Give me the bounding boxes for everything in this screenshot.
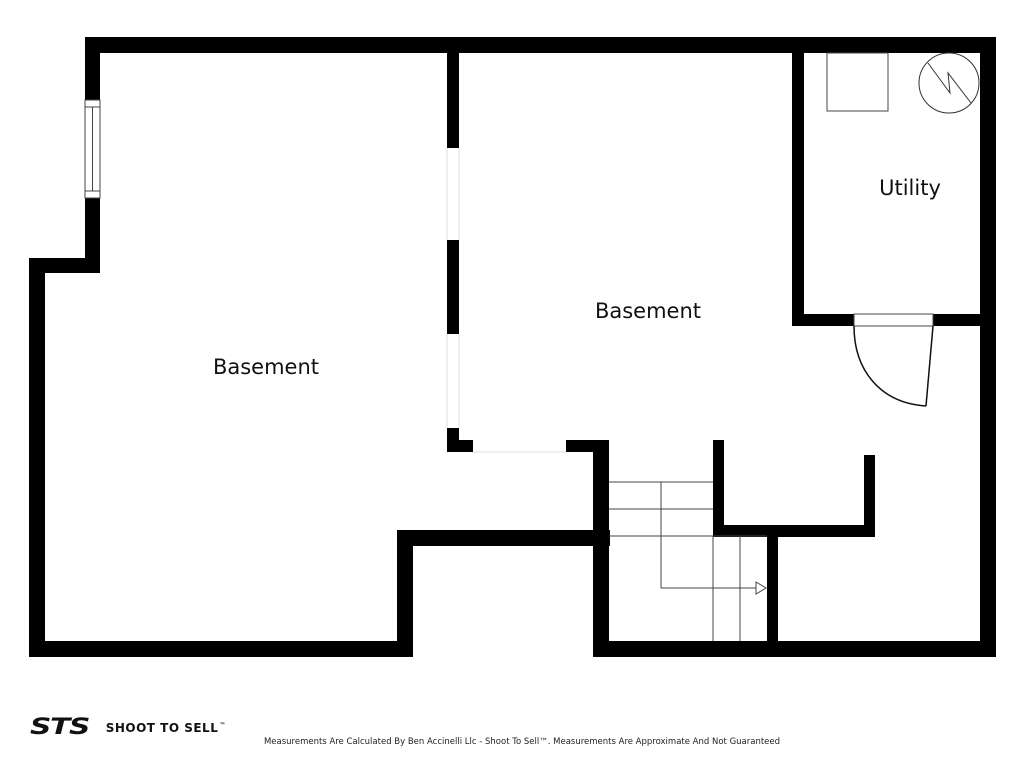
floor-plan: Basement Basement Utility <box>29 37 996 657</box>
room-label-utility: Utility <box>879 176 941 200</box>
logo-mark: STS <box>30 715 90 740</box>
water-heater-box <box>826 52 889 112</box>
brand-name: SHOOT TO SELL™ <box>106 721 226 735</box>
stairs <box>609 481 767 641</box>
room-label-basement-left: Basement <box>213 355 319 379</box>
measurement-disclaimer: Measurements Are Calculated By Ben Accin… <box>263 737 781 747</box>
utility-walls <box>792 37 996 326</box>
utility-door <box>853 313 934 407</box>
brand-name-text: SHOOT TO SELL <box>105 720 219 735</box>
partition-wall <box>447 37 609 452</box>
window <box>84 99 101 199</box>
furnace-icon <box>918 52 980 114</box>
room-label-basement-right: Basement <box>595 299 701 323</box>
hall-walls <box>713 440 875 657</box>
partition-openings <box>446 148 566 453</box>
brand-logo: STS SHOOT TO SELL™ <box>30 715 226 740</box>
exterior-walls <box>29 37 996 657</box>
trademark-symbol: ™ <box>219 721 226 729</box>
